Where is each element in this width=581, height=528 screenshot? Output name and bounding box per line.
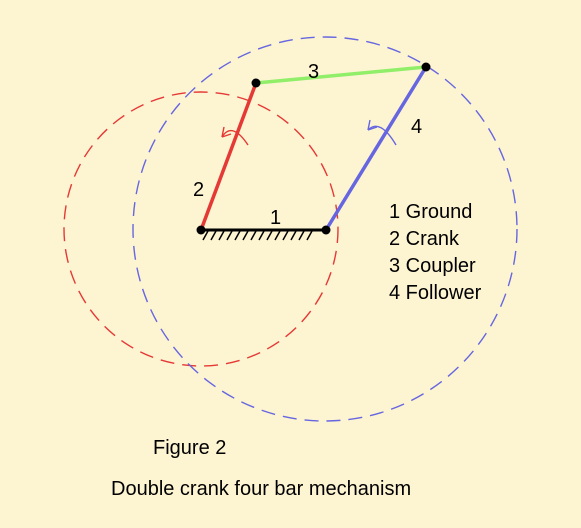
joint-ground-follower xyxy=(321,225,331,235)
legend-item-ground: 1 Ground xyxy=(389,201,473,223)
crank-path-circle xyxy=(63,91,339,367)
follower-rotation-arrow-icon xyxy=(367,119,397,146)
link-label-follower: 4 xyxy=(411,116,422,138)
link-label-crank: 2 xyxy=(193,179,204,201)
figure-label: Figure 2 xyxy=(153,437,227,459)
link-follower xyxy=(324,66,428,231)
figure-title: Double crank four bar mechanism xyxy=(111,478,412,500)
legend-item-coupler: 3 Coupler xyxy=(389,255,476,277)
joint-crank-coupler xyxy=(251,78,261,88)
legend-item-crank: 2 Crank xyxy=(389,228,460,250)
legend-item-follower: 4 Follower xyxy=(389,282,482,304)
follower-path-circle xyxy=(132,36,518,422)
link-coupler xyxy=(255,65,427,85)
link-crank xyxy=(199,82,258,231)
joint-coupler-follower xyxy=(421,62,431,72)
legend: 1 Ground 2 Crank 3 Coupler 4 Follower xyxy=(389,199,481,307)
link-label-coupler: 3 xyxy=(308,61,319,83)
link-label-ground: 1 xyxy=(270,207,281,229)
crank-rotation-arrow-icon xyxy=(221,126,249,146)
joint-ground-crank xyxy=(196,225,206,235)
ground-hatch-icon xyxy=(202,230,313,241)
